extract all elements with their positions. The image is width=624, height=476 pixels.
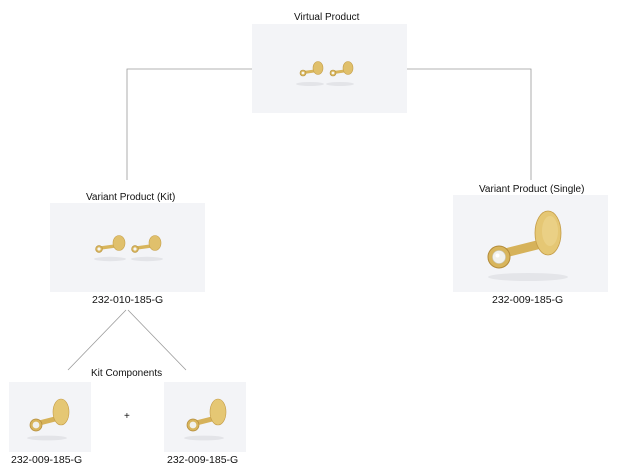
variant-kit-label: Variant Product (Kit) [86,192,176,203]
gold-stud-earring-icon [94,235,163,262]
connector-kit-to-components-left [67,309,127,371]
variant-kit-image [50,203,205,292]
connector-kit-to-components-right [127,309,187,371]
kit-component-2-sku: 232-009-185-G [167,454,239,466]
plus-sign: + [124,411,130,422]
virtual-product-label: Virtual Product [294,12,360,23]
variant-single-label: Variant Product (Single) [479,184,585,195]
connector-virtual-to-kit [126,68,252,180]
gold-stud-earring-icon [184,398,227,441]
gold-stud-earring-icon [27,398,70,441]
virtual-product-image [252,24,407,113]
kit-components-label: Kit Components [91,368,163,379]
variant-single-sku: 232-009-185-G [492,294,564,306]
kit-component-1-sku: 232-009-185-G [11,454,83,466]
kit-component-1-image [9,382,91,452]
connector-virtual-to-single [407,68,532,180]
variant-kit-sku: 232-010-185-G [92,294,164,306]
variant-single-image [453,195,608,292]
gold-stud-earring-icon [296,61,354,86]
gold-stud-earring-icon [487,210,568,281]
kit-component-2-image [164,382,246,452]
